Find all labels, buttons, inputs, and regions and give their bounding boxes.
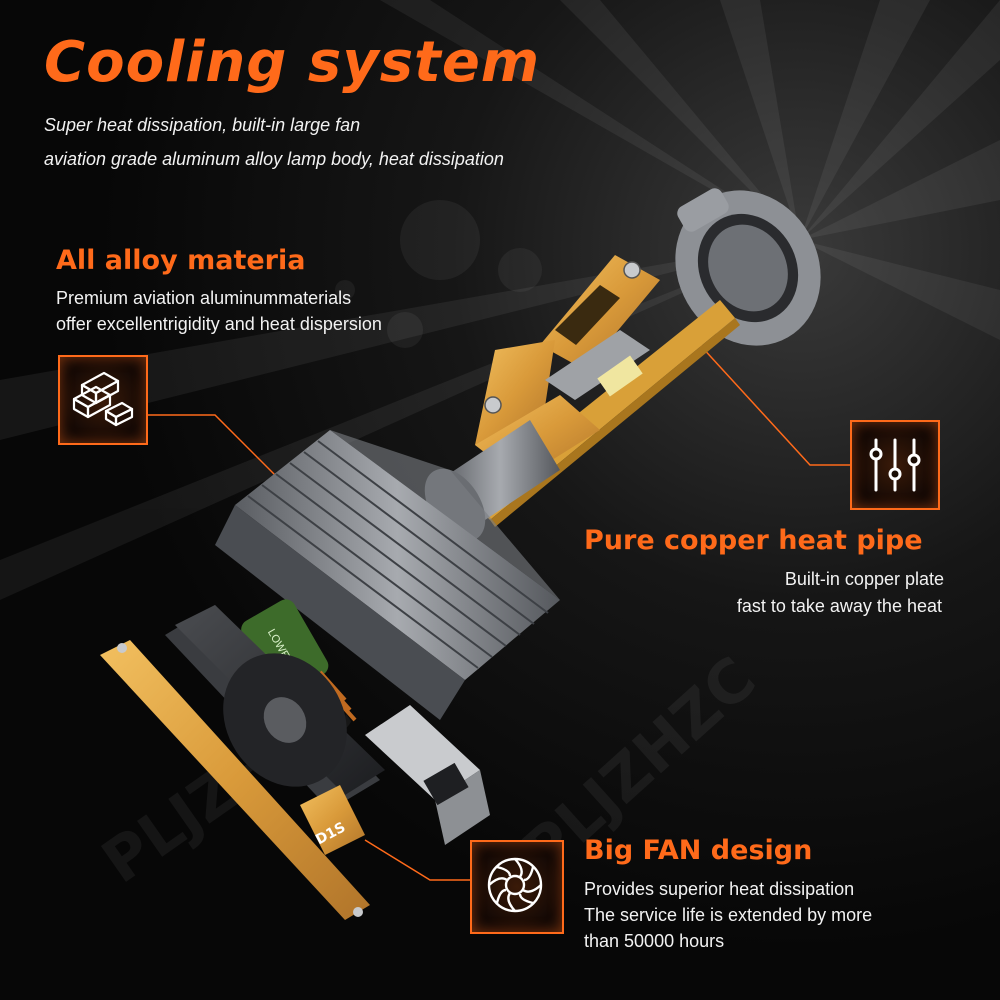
alloy-heading: All alloy materia: [56, 245, 306, 276]
fan-heading: Big FAN design: [584, 835, 813, 866]
alloy-desc-line-2: offer excellentrigidity and heat dispers…: [56, 314, 382, 334]
copper-desc-line-1: Built-in copper plate: [784, 569, 944, 589]
fan-desc-line-3: than 50000 hours: [584, 931, 725, 951]
copper-pipe-icon-box: [850, 420, 940, 510]
copper-desc-line-2: fast to take away the heat: [736, 596, 942, 616]
metal-ingots-icon: [72, 371, 134, 427]
subtitle-line-2: aviation grade aluminum alloy lamp body,…: [44, 149, 504, 169]
fan-desc-line-1: Provides superior heat dissipation: [584, 879, 855, 899]
fan-icon: [487, 857, 543, 913]
equalizer-sliders-icon: [869, 438, 921, 492]
fan-desc-line-2: The service life is extended by more: [584, 905, 873, 925]
fan-icon-box: [470, 840, 564, 934]
gold-base-plate: D1S: [100, 640, 370, 920]
alloy-desc-line-1: Premium aviation aluminummaterials: [56, 288, 352, 308]
page-title: Cooling system: [44, 30, 541, 95]
led-chip: [545, 330, 650, 400]
callout-lines: [148, 344, 850, 881]
copper-heading: Pure copper heat pipe: [584, 525, 923, 556]
aluminum-heat-sink: [215, 430, 560, 720]
power-connector: [365, 705, 490, 845]
subtitle-line-1: Super heat dissipation, built-in large f…: [44, 115, 361, 135]
alloy-ingots-icon-box: [58, 355, 148, 445]
cooling-fan: [165, 605, 385, 810]
